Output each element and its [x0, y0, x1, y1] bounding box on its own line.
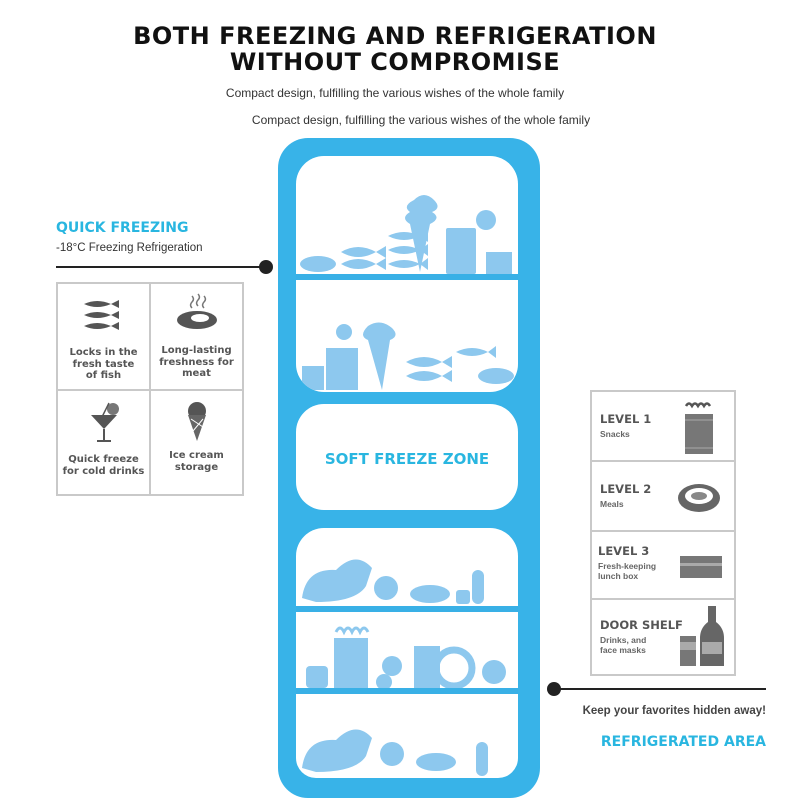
- level-title: DOOR SHELF: [600, 618, 683, 632]
- ice-cream-icon: [187, 402, 206, 441]
- quick-freezing-pointer-dot: [259, 260, 273, 274]
- fridge-body: SOFT FREEZE ZONE: [278, 138, 540, 798]
- cocktail-icon: [90, 402, 119, 442]
- quick-freezing-pointer-line: [56, 266, 262, 268]
- refrigerated-pointer-line: [556, 688, 766, 690]
- level-subtitle: Snacks: [600, 429, 630, 439]
- feature-label: Long-lasting freshness for meat: [159, 345, 234, 379]
- refrigerator-food-illustration: [296, 559, 518, 776]
- refrigerated-heading: REFRIGERATED AREA: [600, 734, 766, 750]
- feature-fish: Locks in the fresh taste of fish: [58, 284, 149, 389]
- quick-freezing-feature-grid: Locks in the fresh taste of fish Long-la…: [56, 282, 244, 496]
- refrigerator-compartment: [296, 528, 518, 778]
- refrigerated-tagline: Keep your favorites hidden away!: [582, 705, 766, 717]
- freezer-food-illustration: [296, 195, 518, 390]
- feature-meat: Long-lasting freshness for meat: [151, 284, 242, 389]
- feature-cold-drinks: Quick freeze for cold drinks: [58, 391, 149, 494]
- level-2-row: LEVEL 2 Meals: [592, 462, 734, 532]
- fish-icon: [83, 300, 119, 330]
- level-title: LEVEL 2: [600, 482, 652, 496]
- feature-label: Locks in the fresh taste of fish: [69, 347, 138, 381]
- soft-freeze-zone-label: SOFT FREEZE ZONE: [324, 450, 490, 468]
- level-1-row: LEVEL 1 Snacks: [592, 392, 734, 462]
- grid-divider-horizontal: [58, 389, 242, 391]
- level-title: LEVEL 3: [598, 544, 650, 558]
- feature-ice-cream: Ice cream storage: [151, 391, 242, 494]
- level-subtitle: Drinks, and face masks: [600, 635, 647, 656]
- meal-plate-icon: [678, 484, 720, 512]
- quick-freezing-heading: QUICK FREEZING: [56, 220, 189, 236]
- level-3-row: LEVEL 3 Fresh-keeping lunch box: [592, 532, 734, 600]
- snack-bag-icon: [684, 402, 713, 454]
- subtitle-2: Compact design, fulfilling the various w…: [251, 113, 591, 127]
- door-shelf-row: DOOR SHELF Drinks, and face masks: [592, 600, 734, 674]
- refrigerated-pointer-dot: [547, 682, 561, 696]
- lunch-box-icon: [680, 556, 722, 578]
- level-subtitle: Fresh-keeping lunch box: [598, 561, 657, 582]
- feature-label: Ice cream storage: [169, 450, 224, 473]
- quick-freezing-subheading: -18°C Freezing Refrigeration: [56, 242, 203, 254]
- level-title: LEVEL 1: [600, 412, 652, 426]
- page-title-line-1: BOTH FREEZING AND REFRIGERATION: [133, 22, 657, 50]
- bottle-icon: [680, 606, 724, 666]
- page-title-line-2: WITHOUT COMPROMISE: [229, 48, 561, 76]
- soft-freeze-compartment: SOFT FREEZE ZONE: [296, 404, 518, 510]
- meat-icon: [176, 293, 217, 329]
- freezer-compartment: [296, 156, 518, 392]
- subtitle-1: Compact design, fulfilling the various w…: [225, 86, 565, 100]
- levels-panel: LEVEL 1 Snacks LEVEL 2 Meals LEVEL 3 Fre…: [590, 390, 736, 676]
- feature-label: Quick freeze for cold drinks: [62, 454, 145, 477]
- level-subtitle: Meals: [600, 499, 624, 509]
